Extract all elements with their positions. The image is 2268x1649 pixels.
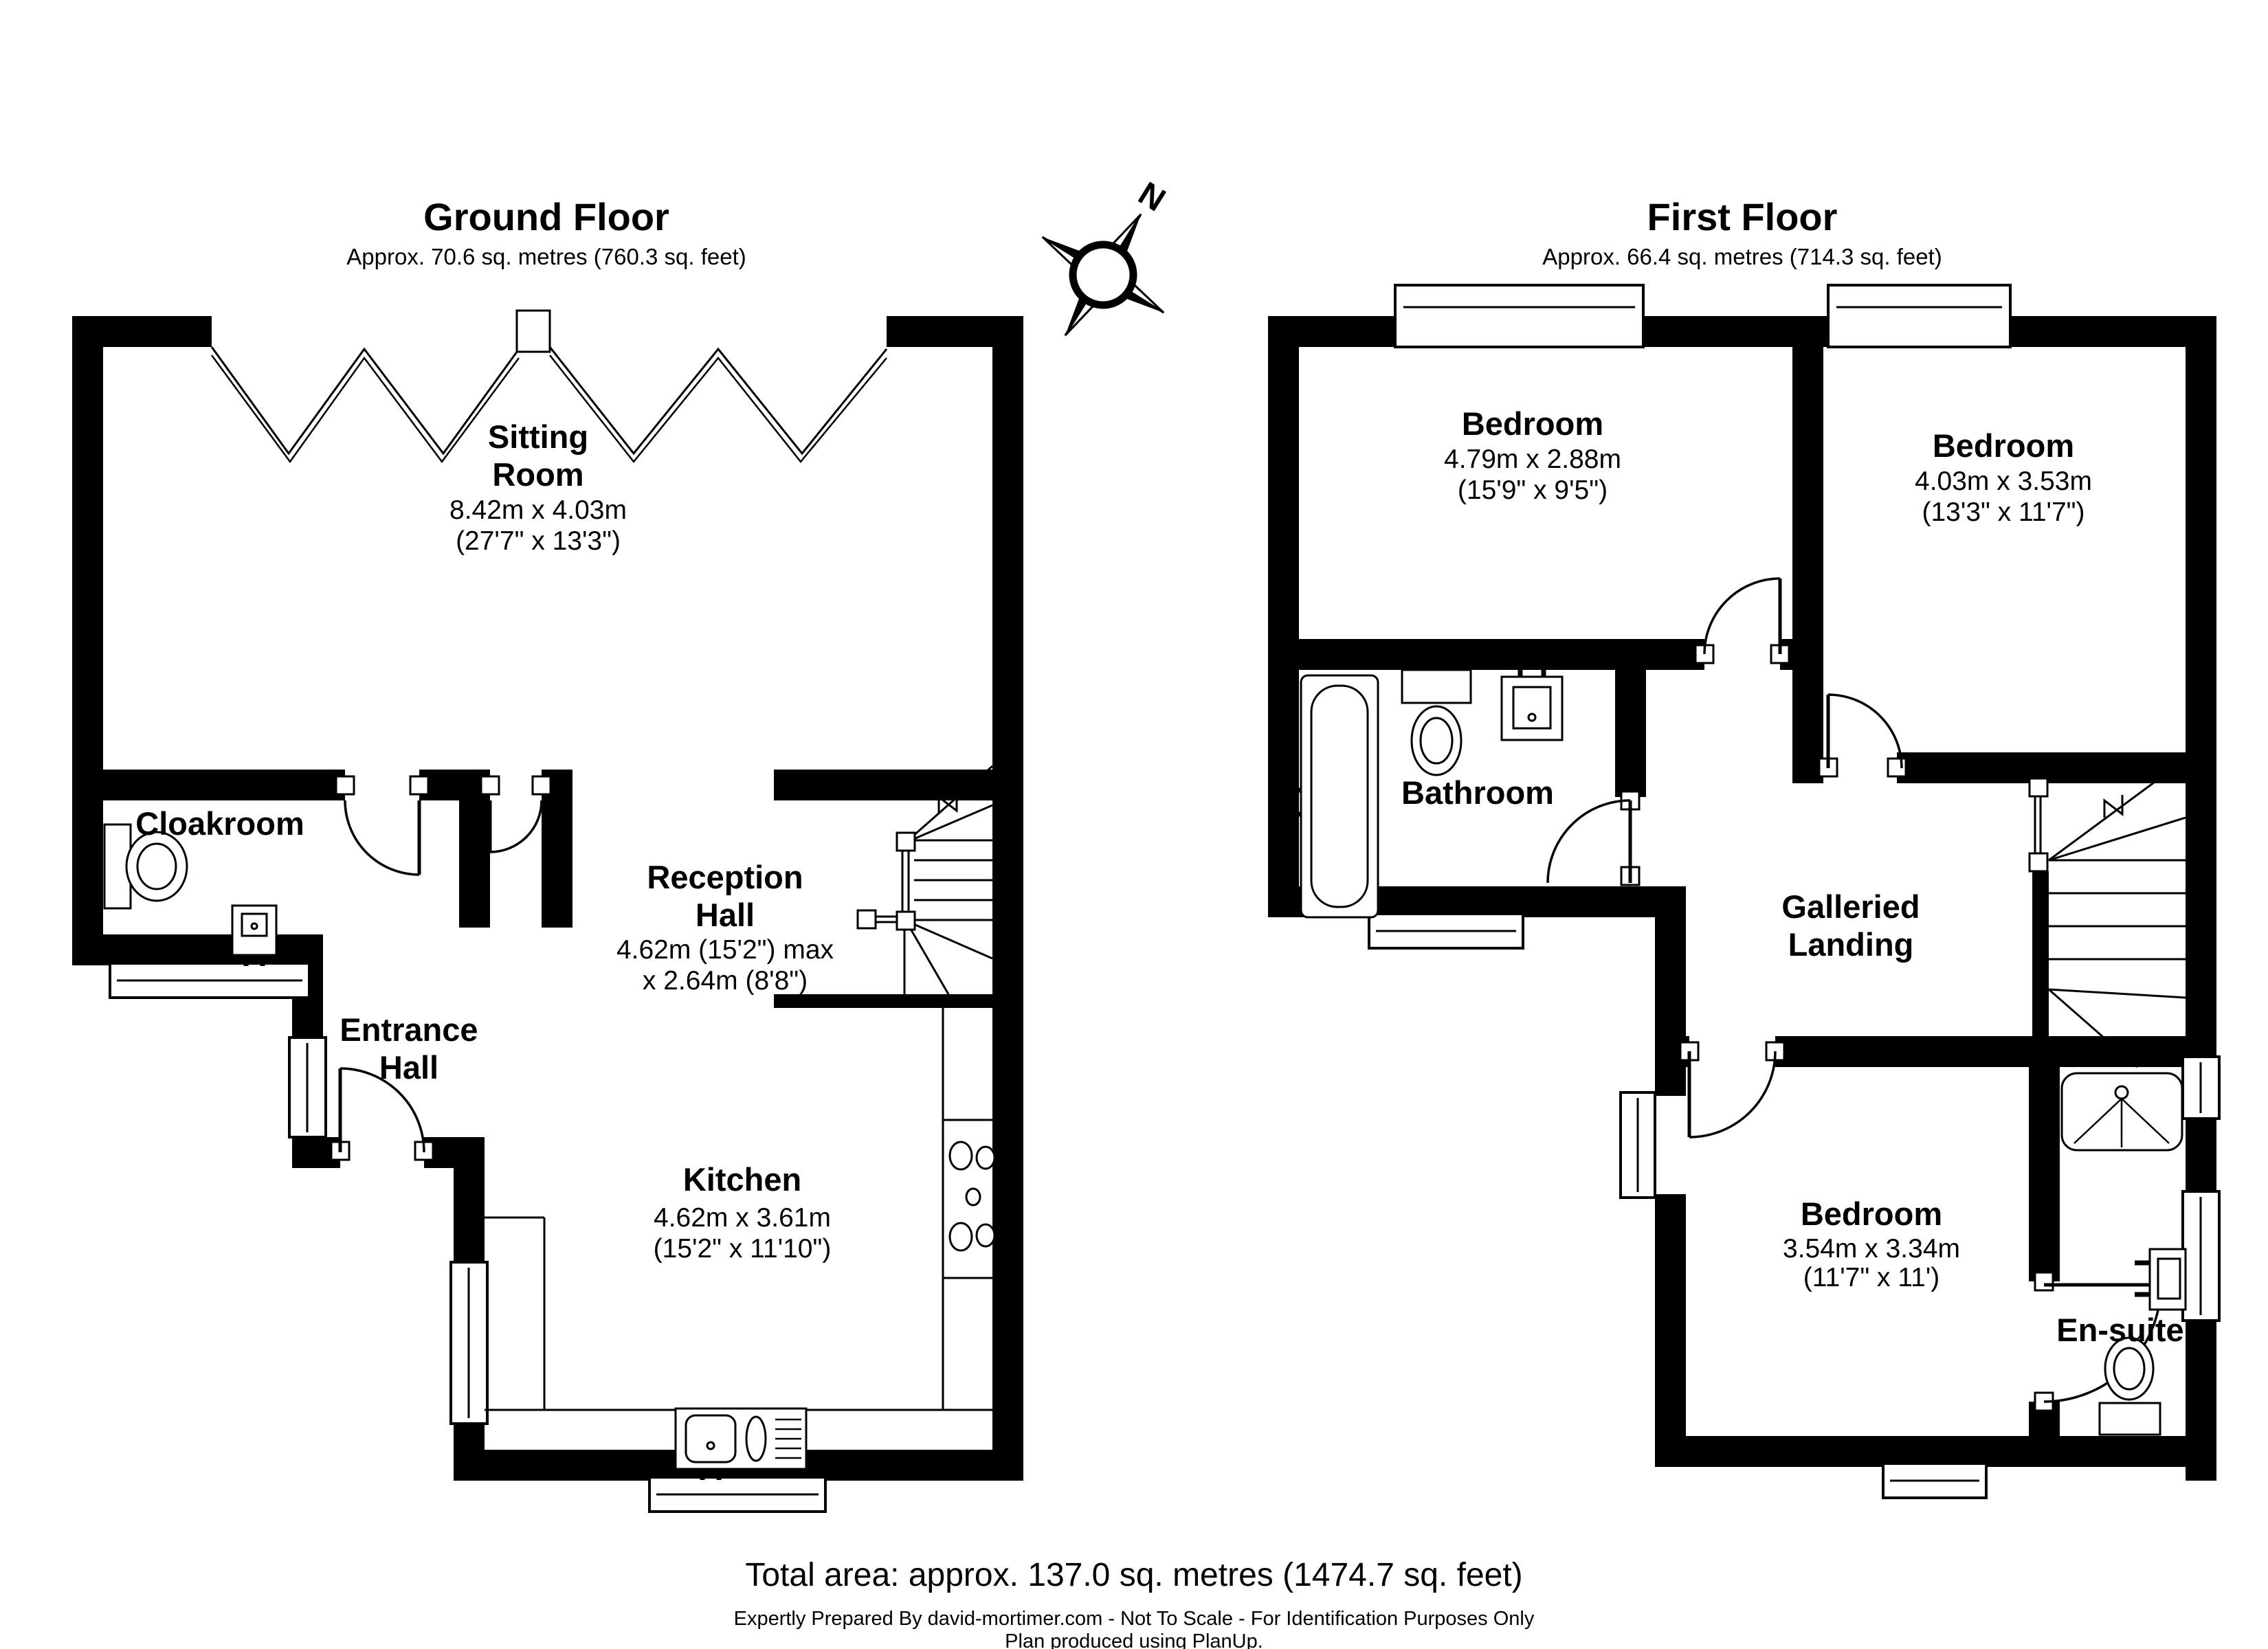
credit-line1: Expertly Prepared By david-mortimer.com … (734, 1608, 1535, 1630)
reception-hall-label2: Hall (696, 897, 755, 933)
hob-icon (948, 1141, 996, 1252)
front-door (330, 1067, 434, 1161)
footer: Total area: approx. 137.0 sq. metres (14… (734, 1557, 1535, 1649)
bedroom1-dims-imperial: (15'9" x 9'5") (1458, 475, 1608, 505)
compass-rose-icon: N (1041, 175, 1171, 337)
ensuite-toilet-icon (2098, 1336, 2161, 1436)
bedroom1-label: Bedroom (1462, 405, 1603, 442)
reception-hall-dims-metric: 4.62m (15'2") max (616, 935, 834, 965)
total-area-label: Total area: approx. 137.0 sq. metres (14… (745, 1557, 1522, 1593)
sitting-room-window-icon (210, 309, 888, 464)
bedroom1-door (1694, 577, 1790, 664)
bedroom3-door (1679, 1041, 1786, 1138)
entrance-hall-label: Entrance (340, 1011, 478, 1048)
reception-hall-label: Reception (647, 859, 803, 895)
bedroom3-label: Bedroom (1801, 1196, 1942, 1232)
ground-floor-plan: Ground Floor Approx. 70.6 sq. metres (76… (72, 195, 1023, 1513)
landing-window-icon (2181, 1055, 2221, 1120)
kitchen-label: Kitchen (683, 1161, 801, 1198)
kitchen-dims-metric: 4.62m x 3.61m (654, 1203, 831, 1233)
stair-half-wall (2032, 871, 2049, 1067)
bedroom1-window-icon (1394, 284, 1645, 348)
kitchen-sink-icon (674, 1407, 808, 1480)
entrance-sidelight-window-icon (288, 1036, 327, 1138)
understairs-wall (774, 994, 995, 1008)
ensuite-window-icon (2181, 1190, 2221, 1322)
first-floor-walls (1268, 316, 2216, 1481)
bathroom-toilet-icon (1401, 669, 1472, 776)
cloakroom-door (335, 775, 430, 876)
sitting-room-dims-imperial: (27'7" x 13'3") (456, 526, 621, 556)
entrance-hall-label2: Hall (379, 1049, 438, 1086)
sitting-room-label2: Room (492, 456, 583, 493)
first-floor-title: First Floor (1647, 195, 1838, 238)
sink-icon (231, 904, 278, 966)
compass-north-label: N (1132, 175, 1171, 218)
ground-floor-subtitle: Approx. 70.6 sq. metres (760.3 sq. feet) (346, 244, 746, 269)
kitchen-side-window-icon (449, 1261, 489, 1425)
reception-hall-dims-imperial: x 2.64m (8'8") (643, 966, 808, 996)
cloakroom-window-icon (109, 962, 311, 999)
bathroom-window-icon (1368, 912, 1524, 950)
bedroom3-bottom-window-icon (1882, 1462, 1988, 1499)
window-post (515, 309, 551, 353)
landing-label2: Landing (1788, 926, 1914, 963)
landing-label: Galleried (1781, 888, 1920, 925)
credit-line2: Plan produced using PlanUp. (1005, 1630, 1263, 1649)
bedroom3-side-window-icon (1619, 1091, 1656, 1199)
first-floor-subtitle: Approx. 66.4 sq. metres (714.3 sq. feet) (1542, 244, 1942, 269)
ground-floor-title: Ground Floor (423, 195, 669, 238)
sitting-room-label: Sitting (488, 418, 588, 455)
ground-floor-walls (72, 316, 1023, 1481)
bedroom2-door (1818, 693, 1907, 778)
inner-hall-door (480, 775, 552, 853)
bathroom-label: Bathroom (1401, 774, 1554, 811)
first-floor-plan: First Floor Approx. 66.4 sq. metres (714… (1268, 195, 2221, 1499)
ground-staircase (856, 765, 993, 995)
bath-icon (1284, 674, 1379, 919)
first-floor-staircase (2028, 758, 2186, 1068)
kitchen-dims-imperial: (15'2" x 11'10") (654, 1234, 832, 1264)
toilet-icon (103, 823, 188, 910)
kitchen-bottom-window-icon (648, 1476, 827, 1513)
cloakroom-label: Cloakroom (135, 805, 304, 842)
bedroom2-window-icon (1827, 284, 2012, 348)
bedroom2-label: Bedroom (1933, 427, 2074, 464)
sitting-room-dims-metric: 8.42m x 4.03m (449, 495, 627, 525)
ensuite-sink-icon (2135, 1248, 2187, 1311)
bedroom3-dims-imperial: (11'7" x 11') (1803, 1263, 1940, 1292)
bedroom2-dims-imperial: (13'3" x 11'7") (1922, 497, 2085, 527)
ensuite-label: En-suite (2056, 1312, 2183, 1348)
shower-icon (2060, 1072, 2183, 1152)
bedroom1-dims-metric: 4.79m x 2.88m (1444, 445, 1621, 474)
bathroom-door (1546, 790, 1641, 886)
bedroom3-dims-metric: 3.54m x 3.34m (1783, 1234, 1960, 1264)
bathroom-sink-icon (1500, 658, 1564, 741)
bedroom2-dims-metric: 4.03m x 3.53m (1915, 467, 2092, 496)
